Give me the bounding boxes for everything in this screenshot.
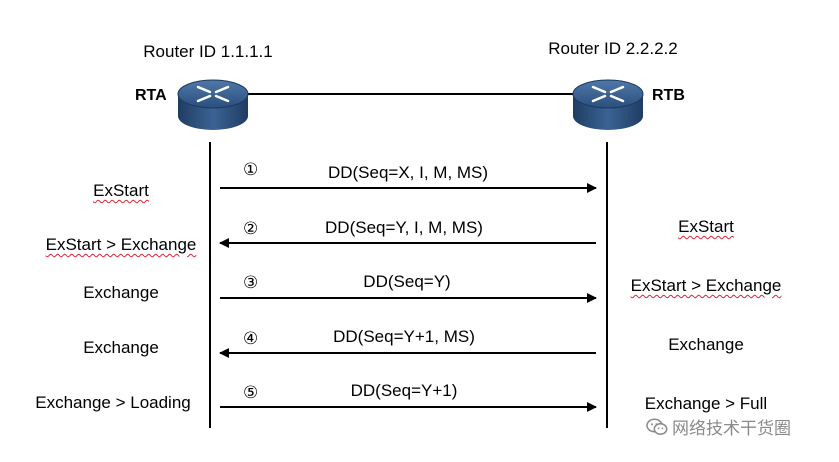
message-text-1: DD(Seq=X, I, M, MS) <box>327 163 489 182</box>
message-text-5: DD(Seq=Y+1) <box>350 381 458 400</box>
message-number-5: ⑤ <box>243 383 259 402</box>
rta-state-1: ExStart <box>93 181 149 200</box>
rtb-state-1: ExStart <box>678 217 734 236</box>
message-number-1: ① <box>243 160 259 179</box>
rtb-name: RTB <box>652 87 685 104</box>
rtb-router-id: Router ID 2.2.2.2 <box>548 39 678 58</box>
message-text-2: DD(Seq=Y, I, M, MS) <box>325 218 483 237</box>
wechat-icon <box>646 418 668 441</box>
rta-state-5: Exchange > Loading <box>35 393 191 412</box>
message-number-3: ③ <box>243 273 259 292</box>
rtb-state-4: Exchange > Full <box>644 394 768 413</box>
router-rta-icon <box>177 79 249 130</box>
message-number-4: ④ <box>243 329 259 348</box>
rtb-state-2: ExStart > Exchange <box>630 276 782 295</box>
message-number-2: ② <box>243 219 259 238</box>
rtb-state-3: Exchange <box>668 335 744 354</box>
rta-router-id: Router ID 1.1.1.1 <box>143 42 273 61</box>
rta-state-3: Exchange <box>83 283 159 302</box>
rta-state-2: ExStart > Exchange <box>45 235 197 254</box>
router-rtb-icon <box>572 79 644 130</box>
watermark-text: 网络技术干货圈 <box>672 419 791 439</box>
rta-name: RTA <box>135 87 167 104</box>
rta-state-4: Exchange <box>83 338 159 357</box>
watermark: 网络技术干货圈 <box>646 414 791 441</box>
message-text-3: DD(Seq=Y) <box>363 272 451 291</box>
message-text-4: DD(Seq=Y+1, MS) <box>333 327 475 346</box>
